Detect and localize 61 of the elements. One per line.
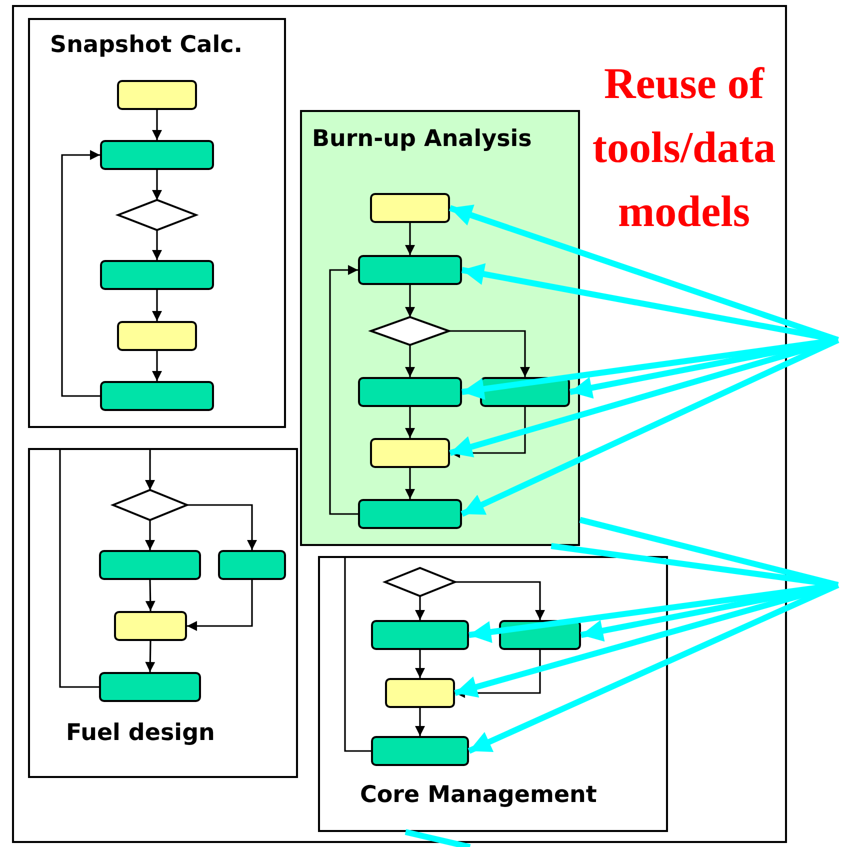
decision-diamond <box>113 490 187 520</box>
flow-arrow <box>415 650 425 678</box>
process-box <box>100 381 214 411</box>
flow-arrow <box>455 581 545 620</box>
flow-arrow <box>187 504 257 550</box>
data-box <box>385 678 455 708</box>
connector-line <box>344 556 371 752</box>
process-box <box>371 620 469 650</box>
flow-arrow <box>187 580 253 631</box>
pointer-arrow <box>449 337 839 458</box>
decision-diamond <box>385 568 455 596</box>
process-box <box>99 550 201 580</box>
data-box <box>114 611 187 641</box>
decision-diamond <box>118 200 196 230</box>
data-box <box>117 321 197 351</box>
connector-line <box>59 448 99 688</box>
process-box <box>99 672 201 702</box>
flow-arrow <box>449 330 530 377</box>
flow-arrow <box>405 468 415 499</box>
flow-arrow <box>415 708 425 736</box>
connector-line <box>550 543 838 588</box>
callout-text: Reuse of tools/data models <box>591 58 777 238</box>
panel-title: Snapshot Calc. <box>50 34 242 57</box>
process-group-panel <box>318 556 668 832</box>
panel-title: Burn-up Analysis <box>312 128 532 151</box>
flow-arrow <box>405 345 415 377</box>
flow-arrow <box>152 170 162 200</box>
data-box <box>370 193 450 223</box>
flow-arrow <box>61 150 100 397</box>
process-box <box>371 736 469 766</box>
process-box <box>358 377 462 407</box>
flow-arrow <box>152 351 162 381</box>
flow-arrow <box>152 110 162 140</box>
flow-arrow <box>145 520 155 550</box>
flow-arrow <box>329 265 358 515</box>
flow-arrow <box>152 230 162 260</box>
flow-arrow <box>405 223 415 255</box>
connector-line <box>404 829 471 847</box>
process-box <box>100 140 214 170</box>
process-group-panel <box>28 18 286 428</box>
flow-arrow <box>405 285 415 317</box>
flow-arrow <box>405 407 415 438</box>
process-group-panel <box>28 448 298 778</box>
process-box <box>358 499 462 529</box>
flow-arrow <box>145 448 155 490</box>
process-group-panel <box>300 110 580 546</box>
process-box <box>358 255 462 285</box>
pointer-arrow <box>462 337 838 400</box>
flow-arrow <box>145 580 156 612</box>
process-box <box>218 550 286 580</box>
flow-arrow <box>415 596 425 620</box>
flow-arrow <box>152 290 162 321</box>
decision-diamond <box>371 317 449 345</box>
data-box <box>370 438 450 468</box>
pointer-arrow <box>460 337 840 517</box>
panel-title: Core Management <box>360 784 597 807</box>
data-box <box>117 80 197 110</box>
panel-title: Fuel design <box>66 722 215 745</box>
process-box <box>100 260 214 290</box>
pointer-arrow <box>569 337 839 399</box>
flow-arrow <box>145 640 156 672</box>
